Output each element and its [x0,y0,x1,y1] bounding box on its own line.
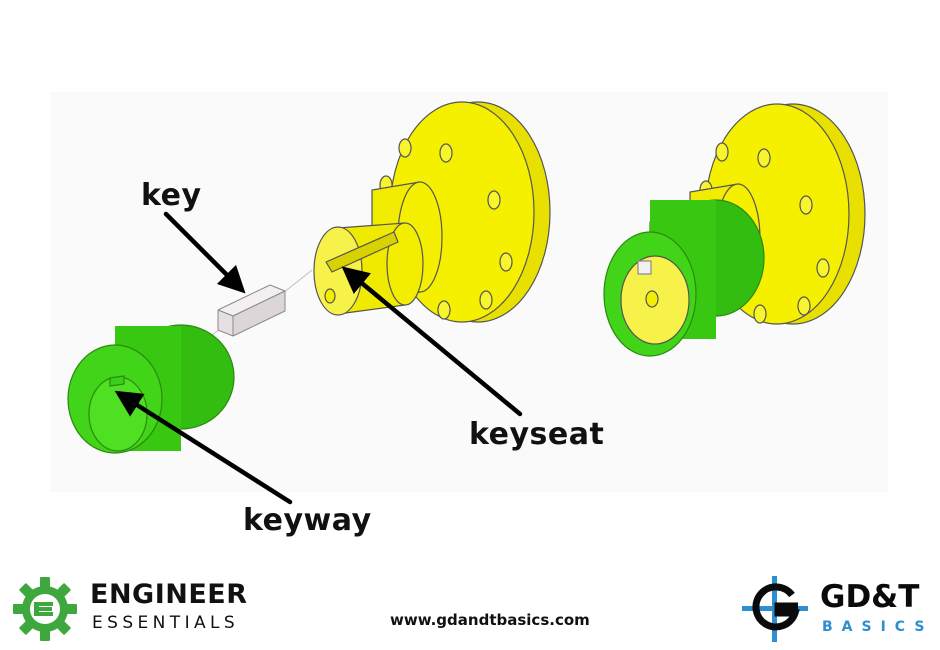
label-keyseat: keyseat [469,417,605,452]
shaft-center-hole [324,288,336,304]
assembly [603,103,866,357]
key-part [217,284,286,337]
engineer-essentials-line1: ENGINEER [90,579,248,610]
keyway-arrow [114,390,293,505]
gdt-basics-logo: GD&T BASICS [740,575,930,643]
shaft-end-face [313,226,363,316]
assembly-center-hole [645,290,659,308]
gear-icon [13,577,77,641]
keyseat-arrow [341,266,523,417]
gdt-basics-line1: GD&T [820,579,920,615]
callout-arrows [114,211,523,505]
engineer-essentials-logo: ENGINEER ESSENTIALS [12,575,252,643]
crosshair-g-icon [742,576,808,642]
gdt-basics-line2: BASICS [822,619,934,635]
label-key: key [141,178,202,213]
engineer-essentials-line2: ESSENTIALS [92,613,240,633]
hub-exploded [67,324,235,454]
assembly-key-end [637,260,652,275]
flange-bolt-holes [379,138,513,320]
website-url: www.gdandtbasics.com [390,611,590,629]
keyseat-slot [325,231,399,273]
hub-bore [88,376,148,452]
keyway-notch [109,375,125,387]
key-arrow [163,211,246,294]
label-keyway: keyway [243,503,372,538]
